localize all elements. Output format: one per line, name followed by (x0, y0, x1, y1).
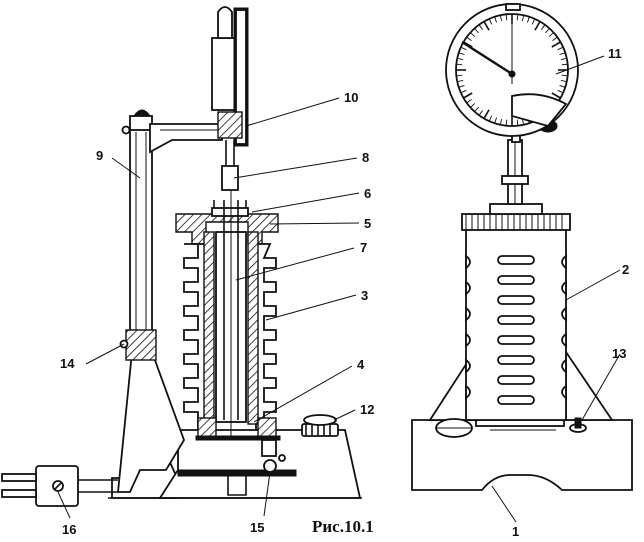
dial-tick (499, 15, 503, 22)
callout-13: 13 (612, 346, 626, 361)
dial-tick (560, 79, 567, 83)
dial-tick (470, 103, 476, 108)
leader-lines (57, 55, 621, 523)
dial-tick (458, 52, 465, 55)
callout-16: 16 (62, 522, 76, 537)
callout-10: 10 (344, 90, 358, 105)
dial-tick (466, 99, 472, 104)
dial-tick (488, 18, 493, 25)
dial-tick (478, 24, 483, 30)
dial-tick (551, 92, 561, 99)
dial-tick (466, 36, 472, 41)
callout-12: 12 (360, 402, 374, 417)
cylinder-slots (497, 255, 535, 405)
left-furnace-wall-right (247, 231, 259, 425)
dial-tick (516, 119, 519, 126)
callout-1: 1 (512, 524, 519, 539)
dial-tick (483, 21, 490, 31)
right-base (411, 419, 633, 491)
callout-labels: 10 8 6 5 7 3 4 12 9 14 15 16 11 2 13 1 (60, 46, 629, 539)
dial-tick (474, 106, 479, 112)
dial-tick (548, 32, 554, 37)
dial-tick (456, 74, 463, 77)
dial-tick (457, 79, 464, 83)
left-furnace-wall-left (203, 231, 215, 425)
stand-column (129, 127, 153, 349)
callout-5: 5 (364, 216, 371, 231)
dial-tick (557, 89, 564, 94)
column-clamp (125, 329, 157, 361)
callout-14: 14 (60, 356, 75, 371)
dial-tick (499, 118, 503, 125)
dial-tick (551, 41, 561, 48)
dial-tick (545, 28, 550, 34)
dial-tick (494, 117, 497, 124)
callout-4: 4 (357, 357, 365, 372)
callout-9: 9 (96, 148, 103, 163)
indicator-mount (217, 111, 243, 139)
dial-tick (557, 46, 564, 51)
callout-11: 11 (608, 46, 622, 61)
callout-7: 7 (360, 240, 367, 255)
dial-tick (456, 63, 463, 66)
dial-tick (541, 24, 546, 30)
dial-tick (559, 52, 566, 55)
dial-tick (552, 36, 558, 41)
dial-tick (470, 32, 476, 37)
callout-2: 2 (622, 262, 629, 277)
dial-tick (460, 89, 467, 94)
dial-needle (461, 40, 513, 76)
dial-tick (474, 28, 479, 34)
dial-tick (488, 115, 493, 122)
dial-tick (560, 57, 567, 61)
power-plug (1, 465, 118, 507)
figure-caption: Рис.10.1 (312, 517, 374, 536)
dial-tick (527, 16, 530, 23)
dial-tick (561, 63, 568, 66)
dial-tick (534, 21, 541, 31)
dial-tick (521, 118, 525, 125)
left-apparatus (1, 6, 362, 507)
callout-8: 8 (362, 150, 369, 165)
dial-tick (478, 110, 483, 116)
callout-6: 6 (364, 186, 371, 201)
dial-tick (494, 16, 497, 23)
dial-tick (531, 18, 536, 25)
dial-tick (458, 85, 465, 88)
left-furnace-fins (183, 243, 277, 431)
dial-tick (505, 119, 508, 126)
dial-tick (483, 109, 490, 119)
dial-tick (463, 92, 473, 99)
callout-3: 3 (361, 288, 368, 303)
dial-tick (516, 14, 519, 21)
dial-tick (561, 74, 568, 77)
horizontal-arm (149, 123, 223, 154)
dial-tick (521, 15, 525, 22)
dial-tick (460, 46, 467, 51)
right-apparatus (411, 3, 633, 491)
dial-tick (559, 85, 566, 88)
callout-15: 15 (250, 520, 264, 535)
dial-tick (457, 57, 464, 61)
dial-tick (505, 14, 508, 21)
